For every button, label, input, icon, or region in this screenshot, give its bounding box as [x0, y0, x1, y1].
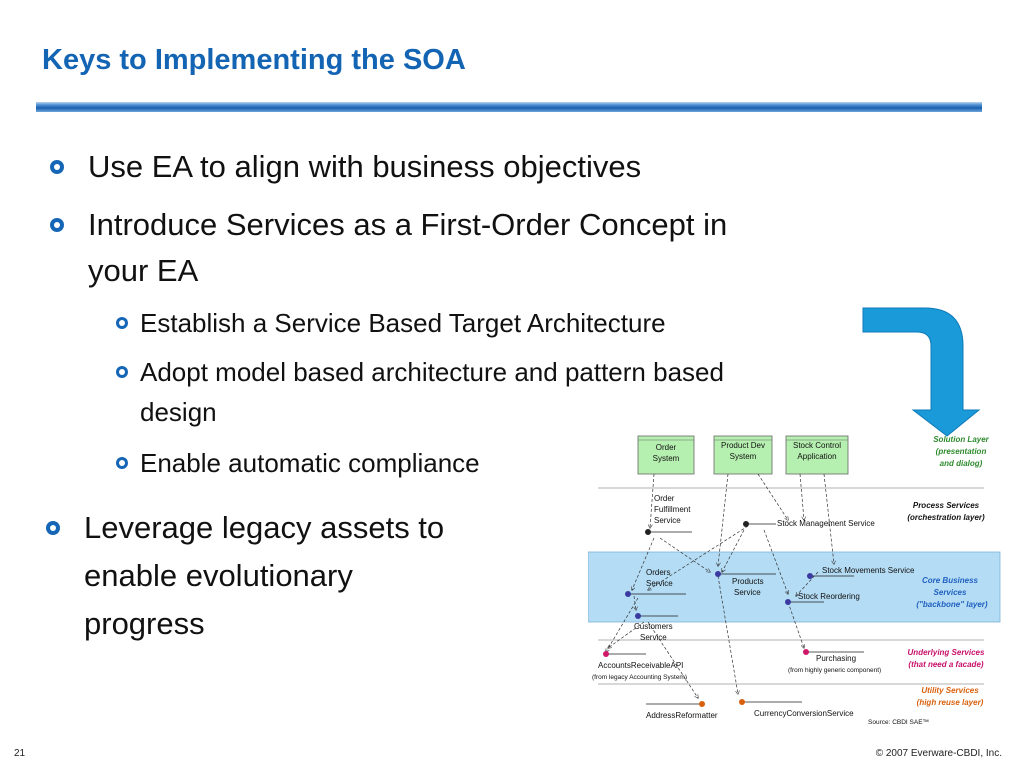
layer-label-core: Core Business Services ("backbone" layer… [916, 576, 988, 609]
svg-text:Fulfillment: Fulfillment [654, 505, 691, 514]
sub-bullet-text-compliance: Enable automatic compliance [140, 448, 480, 478]
svg-text:Solution Layer: Solution Layer [933, 435, 989, 444]
bullet-icon [46, 521, 60, 535]
svg-text:and dialog): and dialog) [940, 459, 983, 468]
app-box-order-system: Order System [637, 435, 695, 475]
diagram-source-note: Source: CBDI SAE™ [868, 719, 929, 726]
svg-text:Underlying Services: Underlying Services [908, 648, 985, 657]
bullet-text-legacy-line1: Leverage legacy assets to [84, 510, 445, 545]
app-box-stock-control-application: Stock Control Application [785, 435, 849, 475]
app-box-label: Application [797, 452, 836, 461]
sub-bullet-text-model-based-line2: design [140, 397, 217, 427]
page-number: 21 [14, 748, 26, 759]
svg-text:Order: Order [654, 494, 675, 503]
svg-text:Utility Services: Utility Services [921, 686, 979, 695]
layer-label-process: Process Services (orchestration layer) [907, 501, 985, 522]
sub-bullet-text-target-architecture: Establish a Service Based Target Archite… [140, 308, 666, 338]
sub-bullet-icon [116, 366, 128, 378]
layer-label-solution: Solution Layer (presentation and dialog) [933, 435, 989, 468]
bullet-text-services-line1: Introduce Services as a First-Order Conc… [88, 207, 728, 242]
service-currency-conversion: CurrencyConversionService [739, 699, 854, 718]
app-box-label: Order [656, 443, 677, 452]
svg-text:(orchestration layer): (orchestration layer) [907, 513, 985, 522]
service-accounts-receivable: AccountsReceivableAPI (from legacy Accou… [592, 651, 687, 681]
svg-text:Orders: Orders [646, 568, 670, 577]
svg-text:Services: Services [934, 588, 967, 597]
curved-arrow-icon [862, 307, 981, 437]
svg-text:AddressReformatter: AddressReformatter [646, 711, 718, 720]
svg-text:(from legacy Accounting System: (from legacy Accounting System) [592, 674, 687, 681]
svg-text:Products: Products [732, 577, 764, 586]
svg-text:(that need a facade): (that need a facade) [908, 660, 983, 669]
svg-text:AccountsReceivableAPI: AccountsReceivableAPI [598, 661, 683, 670]
service-address-reformatter: AddressReformatter [646, 701, 718, 720]
service-stock-movements: Stock Movements Service [807, 566, 915, 579]
service-products: Products Service [715, 571, 776, 597]
svg-text:(presentation: (presentation [936, 447, 987, 456]
service-order-fulfillment: Order Fulfillment Service [645, 494, 692, 535]
service-orders: Orders Service [625, 568, 686, 597]
svg-text:Process Services: Process Services [913, 501, 980, 510]
bullet-text-legacy-line3: progress [84, 606, 205, 641]
app-box-label: System [653, 454, 680, 463]
svg-text:Service: Service [734, 588, 761, 597]
sub-bullet-icon [116, 457, 128, 469]
svg-text:Purchasing: Purchasing [816, 654, 856, 663]
app-box-label: System [730, 452, 757, 461]
layer-label-underlying: Underlying Services (that need a facade) [908, 648, 985, 669]
app-box-label: Stock Control [793, 441, 841, 450]
app-box-label: Product Dev [721, 441, 765, 450]
bullet-text-ea-align: Use EA to align with business objectives [88, 149, 642, 184]
svg-text:Stock Management Service: Stock Management Service [777, 519, 875, 528]
service-stock-management: Stock Management Service [743, 519, 875, 528]
core-services-band [588, 551, 1001, 623]
bullet-text-services-line2: your EA [88, 253, 199, 288]
bullet-icon [50, 218, 64, 232]
copyright-notice: © 2007 Everware-CBDI, Inc. [875, 748, 1002, 759]
svg-text:Service: Service [640, 633, 667, 642]
bullet-text-legacy-line2: enable evolutionary [84, 558, 353, 593]
bullet-icon [50, 160, 64, 174]
svg-text:Customers: Customers [634, 622, 673, 631]
sub-bullet-icon [116, 317, 128, 329]
svg-text:Service: Service [654, 516, 681, 525]
svg-text:Service: Service [646, 579, 673, 588]
sub-bullet-text-model-based-line1: Adopt model based architecture and patte… [140, 357, 724, 387]
svg-text:Stock Reordering: Stock Reordering [798, 592, 860, 601]
svg-text:("backbone" layer): ("backbone" layer) [916, 600, 988, 609]
title-divider [36, 102, 982, 112]
svg-text:CurrencyConversionService: CurrencyConversionService [754, 709, 854, 718]
soa-layer-diagram: Order System Product Dev System Stock Co… [588, 435, 1001, 726]
svg-text:Core Business: Core Business [922, 576, 979, 585]
page-title: Keys to Implementing the SOA [42, 44, 466, 76]
svg-text:(high reuse layer): (high reuse layer) [917, 698, 984, 707]
service-customers: Customers Service [634, 613, 678, 642]
service-stock-reordering: Stock Reordering [785, 592, 860, 605]
svg-text:(from highly generic component: (from highly generic component) [788, 667, 881, 674]
layer-label-utility: Utility Services (high reuse layer) [917, 686, 984, 707]
service-purchasing: Purchasing (from highly generic componen… [788, 649, 881, 674]
svg-text:Stock Movements Service: Stock Movements Service [822, 566, 915, 575]
app-box-product-dev-system: Product Dev System [713, 435, 773, 475]
